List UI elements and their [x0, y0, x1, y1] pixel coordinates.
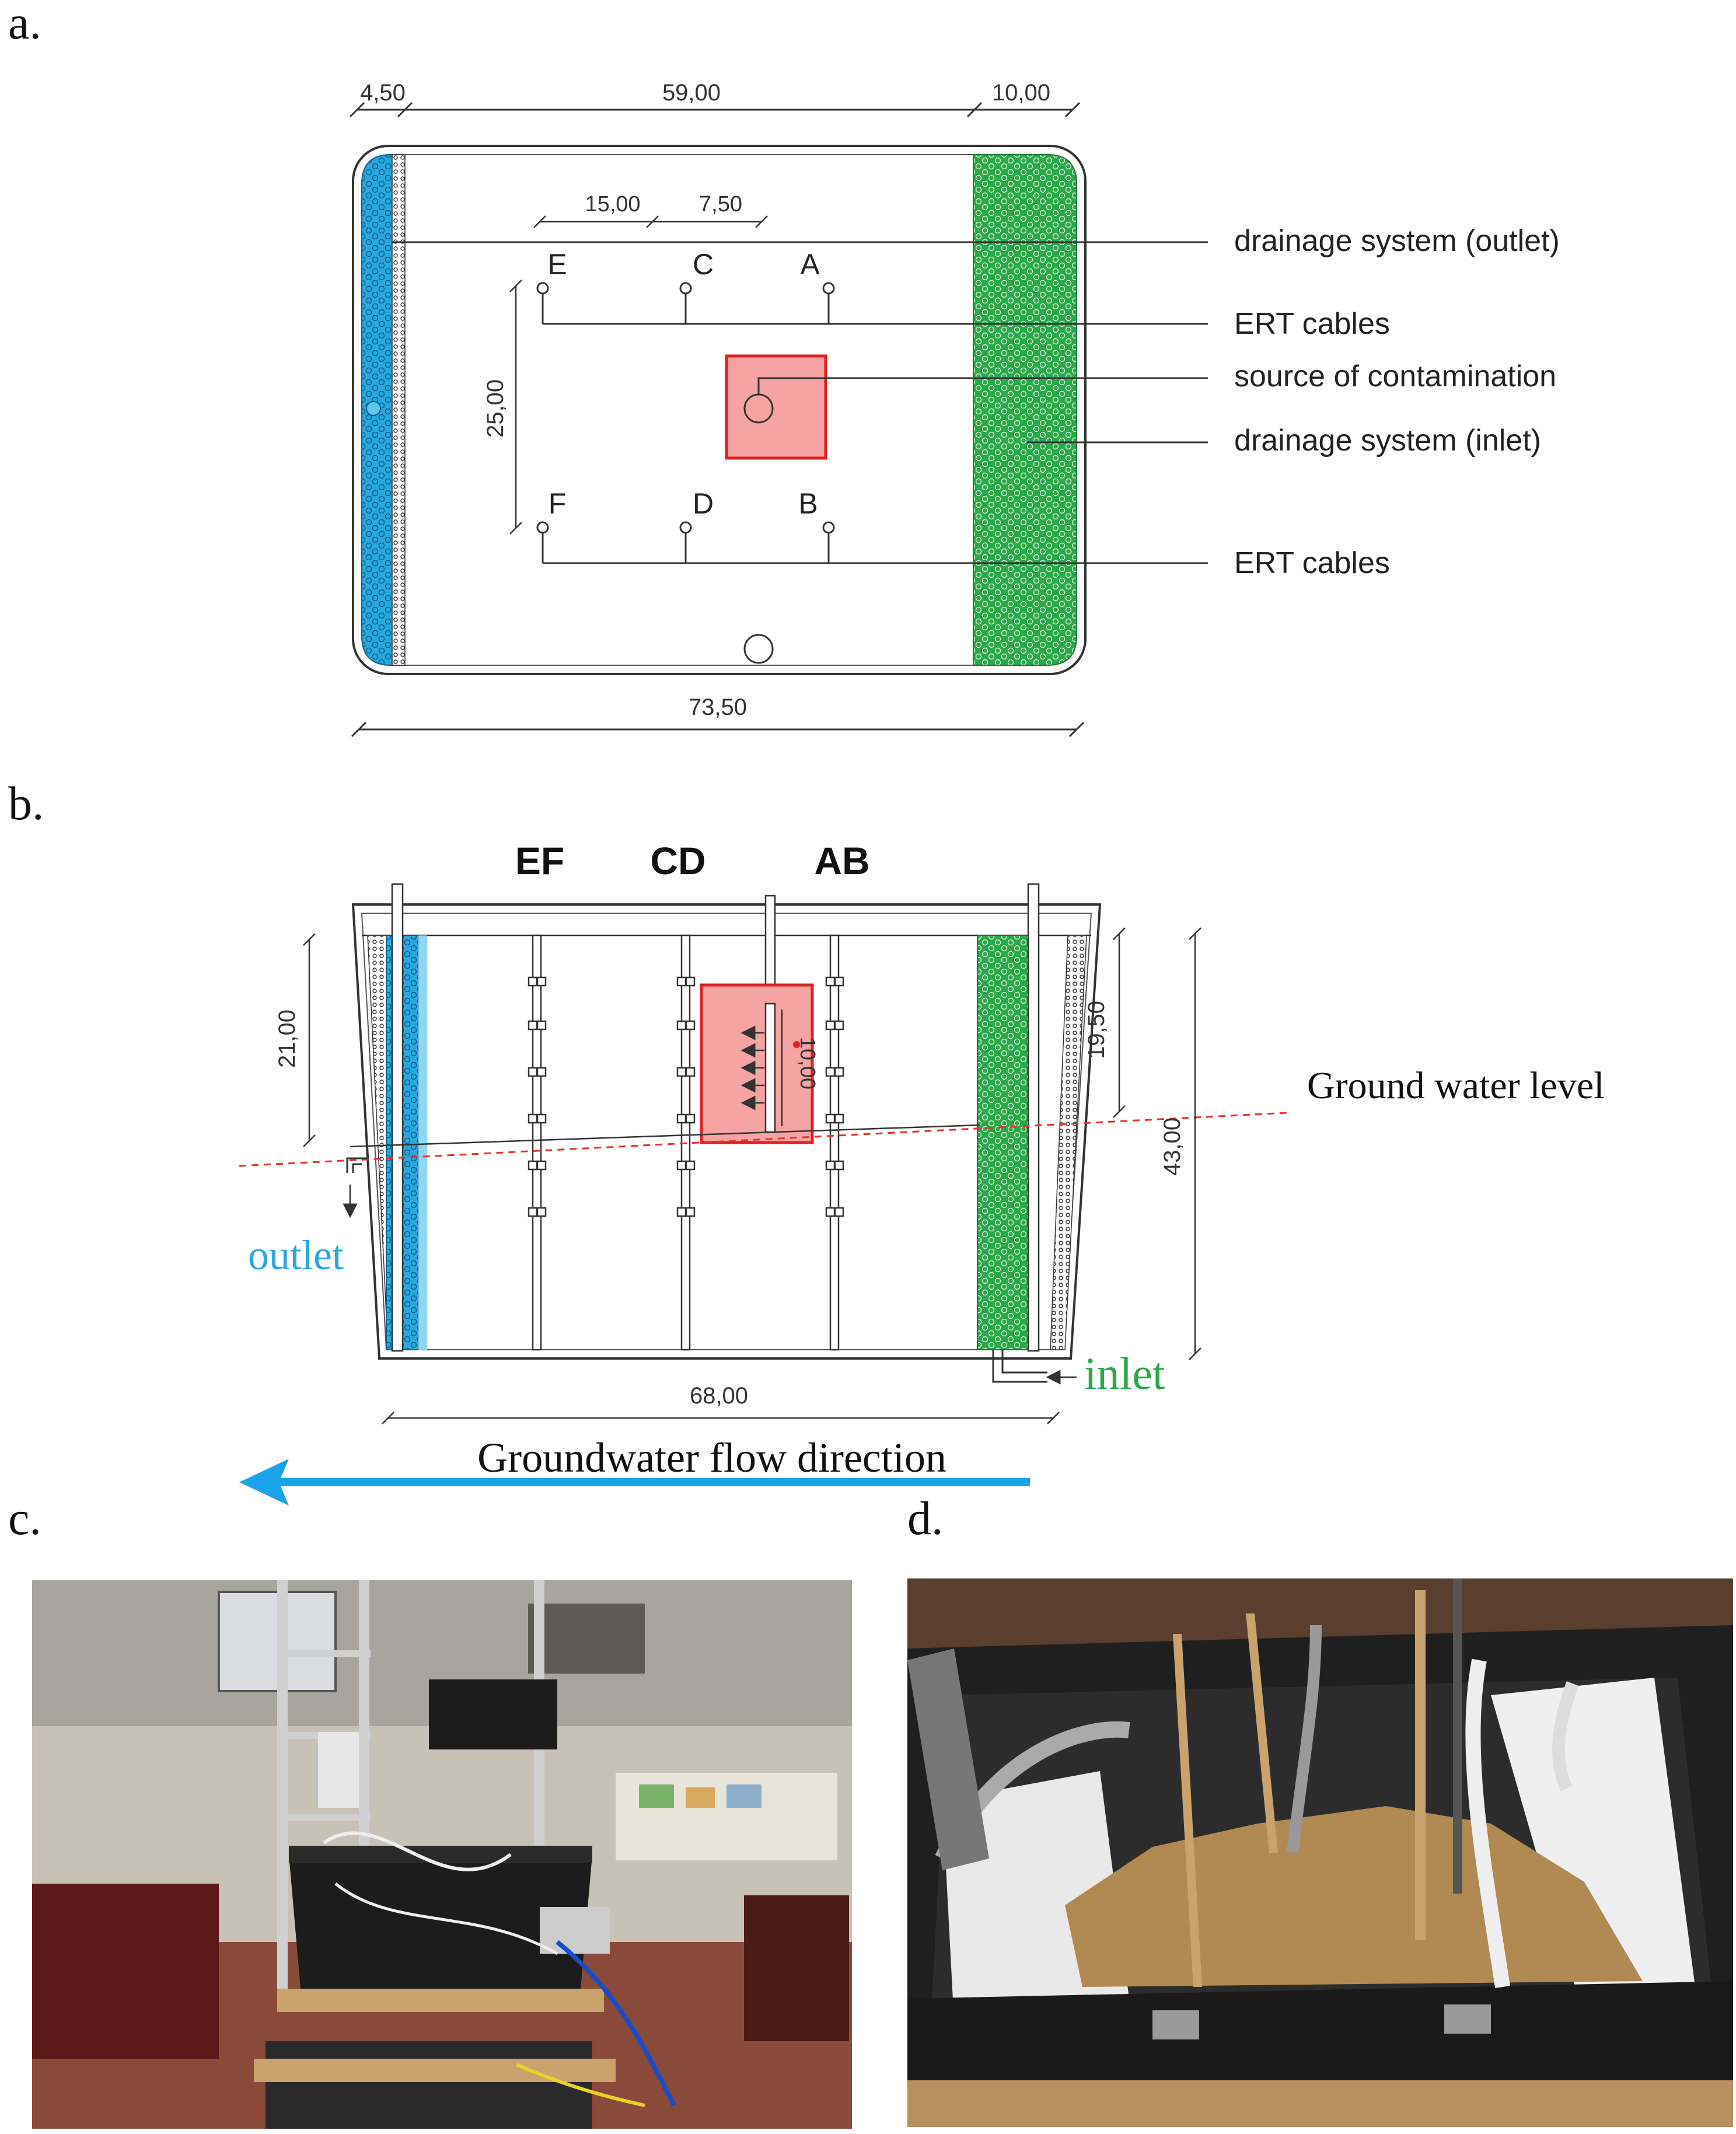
dim-21-00: 21,00 — [274, 1010, 300, 1068]
label-inlet: inlet — [1084, 1348, 1165, 1399]
dim-25-00: 25,00 — [483, 379, 508, 438]
dim-59-00: 59,00 — [662, 80, 721, 106]
panel-label-c: c. — [8, 1492, 41, 1545]
label-groundwater-flow: Groundwater flow direction — [477, 1434, 946, 1481]
dim-43-00: 43,00 — [1159, 1117, 1185, 1176]
label-drainage-inlet: drainage system (inlet) — [1234, 424, 1541, 457]
ert-cable-top — [536, 282, 835, 325]
plan-view: 4,50 59,00 10,00 15,00 7,50 25,00 — [349, 80, 1560, 738]
photo-tank-interior — [907, 1578, 1733, 2127]
drainage-inlet-plan — [973, 154, 1077, 666]
label-source: source of contamination — [1234, 359, 1556, 393]
dim-68-00: 68,00 — [690, 1383, 748, 1409]
tank-plan-outline — [352, 145, 1087, 675]
electrode-F: F — [549, 487, 567, 520]
column-AB: AB — [814, 839, 869, 882]
label-drainage-outlet: drainage system (outlet) — [1234, 224, 1560, 258]
panel-label-d: d. — [907, 1492, 944, 1545]
dim-19-50: 19,50 — [1084, 1001, 1109, 1059]
label-outlet: outlet — [248, 1232, 344, 1279]
dim-10-00: 10,00 — [796, 1037, 820, 1089]
ert-cable-bottom — [536, 521, 835, 564]
dim-7-50: 7,50 — [699, 192, 742, 216]
panel-label-a: a. — [8, 0, 41, 49]
electrode-A: A — [800, 248, 820, 281]
contamination-source-plan — [725, 354, 827, 460]
contamination-source-section — [700, 983, 814, 1144]
ground-water-level-line — [239, 1112, 1287, 1167]
label-ert-cables-1: ERT cables — [1234, 307, 1390, 341]
column-EF: EF — [515, 839, 564, 882]
dim-73-50: 73,50 — [689, 694, 747, 720]
dim-4-50: 4,50 — [360, 80, 406, 106]
dim-10-00: 10,00 — [992, 80, 1050, 106]
panel-label-b: b. — [8, 777, 44, 830]
flow-arrow-head — [239, 1459, 289, 1506]
electrode-E: E — [547, 248, 567, 281]
electrode-C: C — [693, 248, 714, 281]
drainage-inlet-section — [977, 935, 1036, 1350]
dim-15-00: 15,00 — [585, 192, 640, 216]
electrode-B: B — [798, 487, 818, 520]
label-ert-cables-2: ERT cables — [1234, 546, 1390, 580]
label-ground-water-level: Ground water level — [1307, 1064, 1604, 1107]
photo-lab-setup — [32, 1580, 852, 2129]
section-view: EF CD AB — [239, 839, 1604, 1506]
column-CD: CD — [650, 839, 705, 882]
electrode-D: D — [693, 487, 714, 520]
